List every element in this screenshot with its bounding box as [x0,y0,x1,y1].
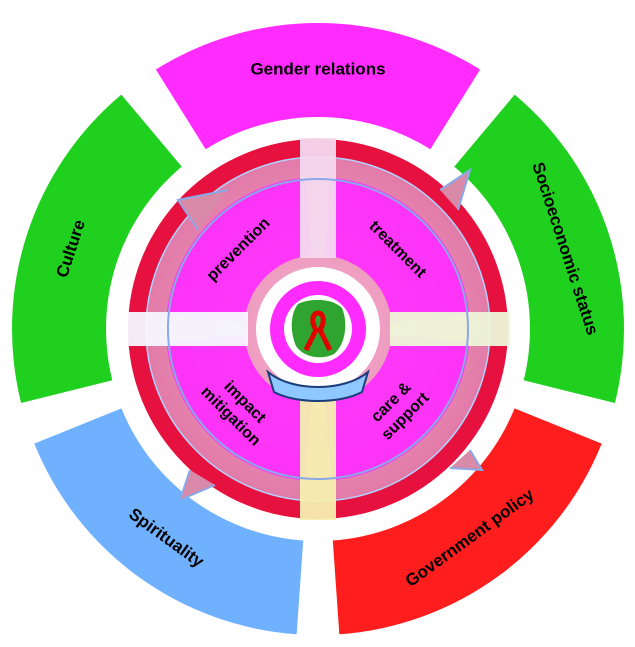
quadrant-separators [128,138,510,520]
arrow-bottom-left-icon [178,469,216,502]
outer-segment-government-policy [332,408,602,635]
quadrant-prevention [166,177,312,323]
outer-segment-spirituality [34,408,304,635]
aids-ribbon-icon [303,310,333,352]
center-emblem [256,267,380,402]
outer-ring [12,23,625,635]
arrow-bottom-right-icon [449,449,484,472]
quadrant-treatment [324,177,470,323]
inner-quadrants [166,177,470,481]
arrow-top-right-icon [439,167,472,211]
ribbon-banner [266,369,370,402]
arrow-top-left-icon [176,189,229,231]
outer-label: Gender relations [250,59,385,78]
outer-segment-socioeconomic-status [454,94,625,404]
outer-segment-gender-relations [155,23,481,150]
outer-segment-culture [12,94,182,404]
quadrant-impact-mitigation [166,335,312,481]
quadrant-care-support [324,335,470,481]
cycle-arrows [167,167,484,502]
